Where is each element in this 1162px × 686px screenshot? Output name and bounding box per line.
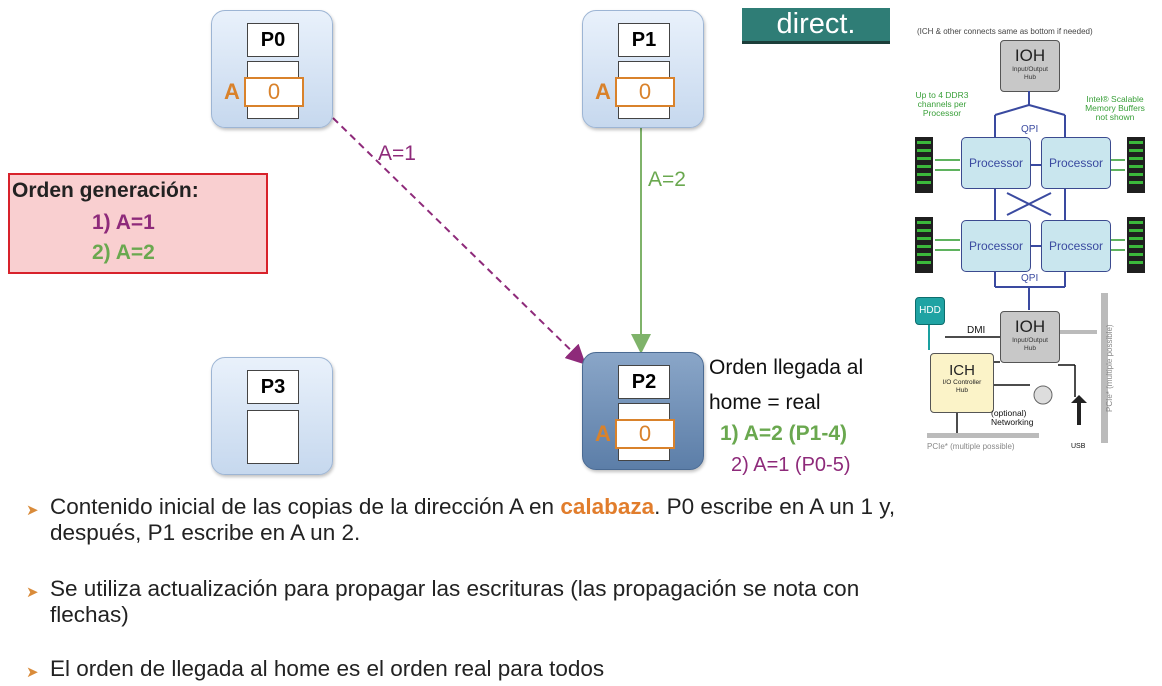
node-p1-a-value: 0 <box>615 77 675 107</box>
ddr-note-line: channels per <box>917 99 967 109</box>
buffers-note: Intel® Scalable Memory Buffers not shown <box>1075 95 1155 122</box>
orden-generacion-item1: 1) A=1 <box>92 211 155 234</box>
bullet-1-pre: Contenido inicial de las copias de la di… <box>50 494 561 519</box>
ioh-top: IOH Input/Output Hub <box>1000 40 1060 92</box>
orden-llegada-item2: 2) A=1 (P0-5) <box>731 454 851 476</box>
processor-2: Processor <box>1041 137 1111 189</box>
node-p3: P3 <box>211 357 333 475</box>
usb-label: USB <box>1071 443 1086 450</box>
dmi-label: DMI <box>967 325 986 336</box>
bullet-arrow-icon: ➤ <box>26 584 39 601</box>
bullet-arrow-icon: ➤ <box>26 502 39 519</box>
node-p0-name: P0 <box>247 23 299 57</box>
pcie-side-label: PCIe* (multiple possible) <box>1105 324 1114 412</box>
bullet-2-line2: flechas) <box>50 602 129 627</box>
processor-3: Processor <box>961 220 1031 272</box>
processor-1: Processor <box>961 137 1031 189</box>
bullet-1-text: Contenido inicial de las copias de la di… <box>50 494 1155 546</box>
node-p0-a-label: A <box>224 79 240 104</box>
node-p2-a-label: A <box>595 421 611 446</box>
ioh-bottom: IOH Input/Output Hub <box>1000 311 1060 363</box>
ioh-bottom-sub1: Input/Output <box>1012 337 1048 344</box>
node-p1-name: P1 <box>618 23 670 57</box>
node-p2-home: P2 0 A <box>582 352 704 470</box>
ddr-note-line: Processor <box>922 108 962 118</box>
ioh-top-title: IOH <box>1014 46 1046 65</box>
pcie-bottom-label: PCIe* (multiple possible) <box>927 442 1015 451</box>
figure-connections <box>915 91 1145 443</box>
orden-generacion-box: Orden generación: 1) A=1 2) A=2 <box>8 173 268 274</box>
orden-generacion-title: Orden generación: <box>12 179 199 202</box>
bullet-2-text: Se utiliza actualización para propagar l… <box>50 576 1155 628</box>
arrow-label-a1: A=1 <box>378 142 416 165</box>
ioh-top-sub1: Input/Output <box>1012 66 1048 73</box>
buffers-note-line: not shown <box>1095 112 1135 122</box>
ich-box: ICH I/O Controller Hub <box>930 353 994 413</box>
ioh-bottom-sub2: Hub <box>1024 345 1036 352</box>
bullet-3-line: El orden de llegada al home es el orden … <box>50 656 605 681</box>
figure-note: (ICH & other connects same as bottom if … <box>917 27 1093 36</box>
ich-sub1: I/O Controller <box>942 379 982 386</box>
arrow-label-a2: A=2 <box>648 168 686 191</box>
direct-label: direct. <box>742 8 890 44</box>
ddr-note-line: Up to 4 DDR3 <box>915 90 969 100</box>
node-p0-a-value: 0 <box>244 77 304 107</box>
qpi-label-top: QPI <box>1021 124 1039 135</box>
node-p1-a-label: A <box>595 79 611 104</box>
ioh-bottom-title: IOH <box>1014 317 1046 336</box>
networking-line: (optional) <box>991 408 1027 418</box>
bullet-1-highlight: calabaza <box>560 494 655 519</box>
networking-line: Networking <box>991 417 1034 427</box>
bullet-3-text: El orden de llegada al home es el orden … <box>50 656 1155 682</box>
orden-generacion-item2: 2) A=2 <box>92 241 155 264</box>
networking-label: (optional) Networking <box>991 409 1034 427</box>
ddr-note: Up to 4 DDR3 channels per Processor <box>907 91 977 118</box>
arrow-p0-p2 <box>332 117 586 365</box>
buffers-note-line: Intel® Scalable <box>1086 94 1144 104</box>
bullet-arrow-icon: ➤ <box>26 664 39 681</box>
node-p3-name: P3 <box>247 370 299 404</box>
orden-llegada-line2: home = real <box>709 391 821 414</box>
hdd-icon: HDD <box>915 297 945 325</box>
cache-block <box>247 410 299 464</box>
node-p2-name: P2 <box>618 365 670 399</box>
bullet-2-line1: Se utiliza actualización para propagar l… <box>50 576 860 601</box>
ioh-top-sub2: Hub <box>1024 74 1036 81</box>
ich-title: ICH <box>949 362 975 379</box>
node-p2-a-value: 0 <box>615 419 675 449</box>
ich-sub2: Hub <box>956 387 968 394</box>
processor-4: Processor <box>1041 220 1111 272</box>
node-p1: P1 0 A <box>582 10 704 128</box>
qpi-label-bottom: QPI <box>1021 273 1039 284</box>
bullet-1-line2: después, P1 escribe en A un 2. <box>50 520 361 545</box>
orden-llegada-item1: 1) A=2 (P1-4) <box>720 422 848 445</box>
node-p0: P0 0 A <box>211 10 333 128</box>
buffers-note-line: Memory Buffers <box>1085 103 1145 113</box>
orden-llegada-line1: Orden llegada al <box>709 356 864 379</box>
architecture-figure: (ICH & other connects same as bottom if … <box>905 25 1155 457</box>
bullet-1-post: . P0 escribe en A un 1 y, <box>654 494 896 519</box>
